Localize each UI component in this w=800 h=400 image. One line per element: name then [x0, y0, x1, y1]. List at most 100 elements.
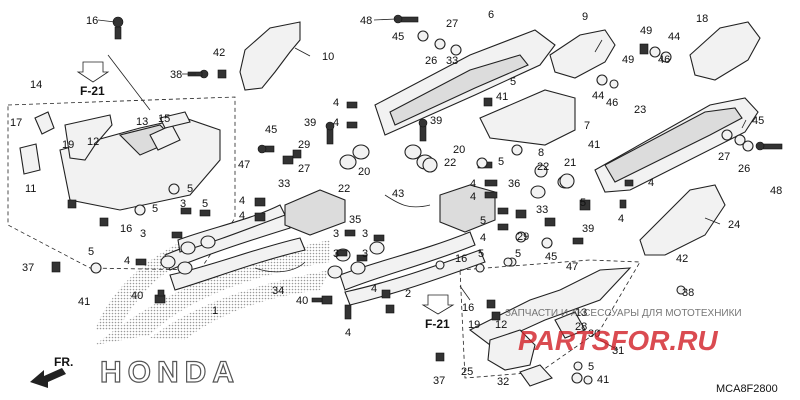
- callout-7: 7: [584, 120, 590, 132]
- callout-45-right: 45: [752, 115, 764, 127]
- callout-48-right: 48: [770, 185, 782, 197]
- callout-5-f: 5: [498, 156, 504, 168]
- callout-49-a: 49: [640, 25, 652, 37]
- bracket-25: [487, 329, 536, 371]
- callout-41-mid: 41: [496, 91, 508, 103]
- o2-sensor-wire-34: [254, 261, 306, 273]
- callout-5-j: 5: [515, 248, 521, 260]
- callout-20-a: 20: [358, 166, 370, 178]
- callout-43: 43: [392, 188, 404, 200]
- heat-guard-left: [59, 117, 221, 211]
- callout-3-c: 3: [333, 228, 339, 240]
- callout-4-b: 4: [333, 117, 339, 129]
- callout-3-e: 3: [362, 228, 368, 240]
- callout-22-c: 22: [537, 161, 549, 173]
- callout-45-top: 45: [392, 31, 404, 43]
- callout-26-top: 26: [425, 55, 437, 67]
- callout-47-left: 47: [238, 159, 250, 171]
- front-direction-arrow: FR.: [30, 355, 73, 388]
- callout-41-b: 41: [588, 139, 600, 151]
- callout-33-c: 33: [536, 204, 548, 216]
- callout-39-c: 39: [582, 223, 594, 235]
- bracket-32: [519, 364, 553, 387]
- callout-4-l: 4: [618, 213, 624, 225]
- callout-16-lower-b: 16: [462, 302, 474, 314]
- callout-45-c: 45: [545, 251, 557, 263]
- callout-6: 6: [488, 9, 494, 21]
- callout-25: 25: [461, 366, 473, 378]
- callout-4-h: 4: [470, 178, 476, 190]
- catalyst-left: [284, 189, 346, 236]
- ref-label-f21-top: F-21: [80, 84, 105, 98]
- callout-14: 14: [30, 79, 42, 91]
- watermark-text: ЗАПЧАСТИ И АКСЕССУАРЫ ДЛЯ МОТОТЕХНИКИ: [505, 308, 742, 319]
- callout-22-b: 22: [444, 157, 456, 169]
- callout-38-right: 38: [682, 287, 694, 299]
- callout-4-a: 4: [333, 97, 339, 109]
- callout-29-left: 29: [298, 139, 310, 151]
- callout-44-a: 44: [668, 31, 680, 43]
- callout-2: 2: [405, 288, 411, 300]
- leader-f21-group: [107, 54, 151, 111]
- callout-5-k: 5: [588, 361, 594, 373]
- callout-19: 19: [62, 139, 74, 151]
- callout-3-a: 3: [180, 198, 186, 210]
- callout-4-e: 4: [124, 255, 130, 267]
- callout-3-f: 3: [362, 248, 368, 260]
- callout-5-g: 5: [480, 215, 486, 227]
- callout-3-b: 3: [140, 228, 146, 240]
- leader-lines: [97, 18, 747, 351]
- muffler-right-inner: [604, 107, 743, 183]
- callout-4-k: 4: [648, 177, 654, 189]
- callout-21: 21: [564, 157, 576, 169]
- callout-41-left: 41: [78, 296, 90, 308]
- callout-5-e: 5: [510, 76, 516, 88]
- callout-23: 23: [634, 104, 646, 116]
- callout-30: 30: [588, 328, 600, 340]
- muffler-cover-18: [689, 21, 761, 81]
- callout-4-i: 4: [470, 191, 476, 203]
- honda-brand-text: HONDA: [100, 356, 240, 389]
- catalyst-right: [439, 184, 496, 233]
- muffler-cover-9: [549, 29, 616, 79]
- callout-4-d: 4: [239, 210, 245, 222]
- group-box-lower: [459, 259, 641, 379]
- callout-16-lower: 16: [455, 253, 467, 265]
- callout-labels: 16 42 38 10 14 17 12 13 15 19 11 5 5 16 …: [10, 9, 782, 388]
- callout-12: 12: [87, 136, 99, 148]
- callout-42-top: 42: [213, 47, 225, 59]
- ref-arrow-f21-top: F-21: [76, 61, 110, 98]
- callout-3-d: 3: [333, 248, 339, 260]
- callout-19-lower: 19: [468, 319, 480, 331]
- watermark: ЗАПЧАСТИ И АКСЕССУАРЫ ДЛЯ МОТОТЕХНИКИ PA…: [505, 308, 742, 356]
- callout-49-b: 49: [622, 54, 634, 66]
- callout-33-left: 33: [278, 178, 290, 190]
- callout-24: 24: [728, 219, 740, 231]
- callout-33-top: 33: [446, 55, 458, 67]
- callout-42-right: 42: [676, 253, 688, 265]
- honda-wing-logo: HONDA: [95, 230, 330, 390]
- callout-26-right: 26: [738, 163, 750, 175]
- callout-27-left: 27: [298, 163, 310, 175]
- callout-13: 13: [136, 116, 148, 128]
- callout-46-b: 46: [606, 97, 618, 109]
- bracket-28: [554, 311, 586, 339]
- callout-27-top: 27: [446, 18, 458, 30]
- callout-4-c: 4: [239, 195, 245, 207]
- callout-1: 1: [212, 305, 218, 317]
- callout-46-a: 46: [658, 54, 670, 66]
- callout-41-lower: 41: [597, 374, 609, 386]
- callout-38-top: 38: [170, 69, 182, 81]
- callout-37-left: 37: [22, 262, 34, 274]
- callout-5-i: 5: [478, 248, 484, 260]
- callout-16-top: 16: [86, 15, 98, 27]
- callout-20-b: 20: [453, 144, 465, 156]
- callout-48-top: 48: [360, 15, 372, 27]
- watermark-logo: PARTSFOR.RU: [518, 325, 718, 356]
- clamp-17: [34, 111, 55, 135]
- callout-5-d: 5: [202, 198, 208, 210]
- callout-39-b: 39: [430, 115, 442, 127]
- callout-8: 8: [538, 147, 544, 159]
- callout-27-right: 27: [718, 151, 730, 163]
- hardware-fasteners: [51, 14, 783, 385]
